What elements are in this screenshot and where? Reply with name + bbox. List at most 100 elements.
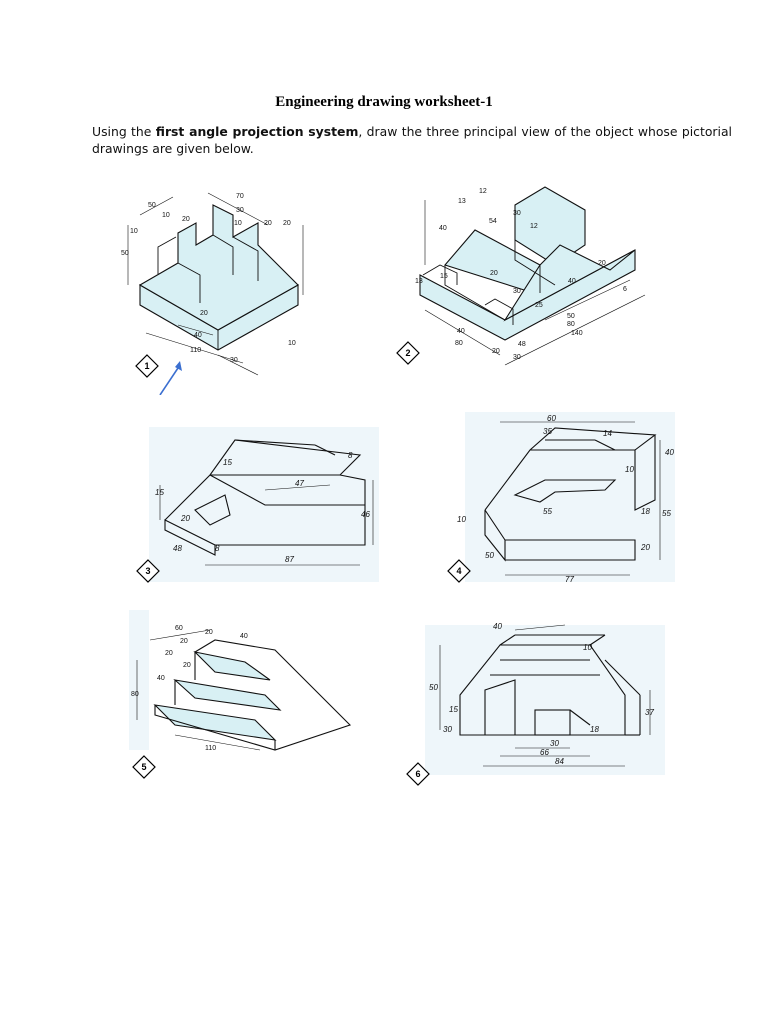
dim-label: 50 [148, 202, 156, 209]
dim-label: 10 [457, 515, 466, 524]
figure-6-dimensions: 40 10 50 15 30 18 30 66 84 37 [429, 622, 654, 766]
figure-5-dimensions: 60 20 20 40 20 20 40 110 80 [131, 625, 248, 752]
svg-text:6: 6 [415, 769, 420, 779]
svg-text:1: 1 [144, 361, 149, 371]
svg-text:4: 4 [456, 566, 461, 576]
figure-3-badge: 3 [136, 559, 160, 583]
dim-label: 66 [540, 748, 549, 757]
dim-label: 18 [590, 725, 599, 734]
dim-label: 20 [180, 638, 188, 645]
figure-4: 60 35 14 40 10 10 55 18 55 50 20 77 4 [445, 410, 677, 585]
figure-3-dimensions: 15 15 20 47 8 48 8 87 46 [155, 451, 370, 564]
dim-label: 60 [175, 625, 183, 632]
dim-label: 40 [157, 675, 165, 682]
dim-label: 48 [173, 544, 182, 553]
figure-5-badge: 5 [132, 755, 156, 779]
dim-label: 40 [665, 448, 674, 457]
figure-5-panel [129, 610, 149, 750]
figure-1-dimensions: 50 10 70 30 20 10 20 20 10 50 20 40 110 … [121, 193, 296, 364]
dim-label: 20 [183, 662, 191, 669]
dim-label: 10 [162, 212, 170, 219]
dim-label: 20 [490, 270, 498, 277]
dim-label: 30 [513, 210, 521, 217]
dim-label: 13 [415, 278, 423, 285]
figure-6: 40 10 50 15 30 18 30 66 84 37 6 [405, 620, 667, 795]
dim-label: 15 [223, 458, 232, 467]
dim-label: 50 [121, 250, 129, 257]
dim-label: 35 [543, 427, 552, 436]
figure-5: 60 20 20 40 20 20 40 110 80 5 [125, 610, 365, 790]
instruction-text: Using the first angle projection system,… [92, 124, 732, 156]
dim-label: 50 [429, 683, 438, 692]
svg-text:5: 5 [141, 762, 146, 772]
dim-label: 40 [568, 278, 576, 285]
dim-label: 30 [513, 354, 521, 361]
dim-label: 80 [131, 691, 139, 698]
dim-label: 8 [348, 451, 353, 460]
dim-label: 20 [182, 216, 190, 223]
dim-label: 40 [240, 633, 248, 640]
dim-label: 110 [190, 347, 201, 354]
figure-4-panel [465, 412, 675, 582]
dim-label: 50 [485, 551, 494, 560]
dim-label: 20 [264, 220, 272, 227]
dim-label: 46 [361, 510, 370, 519]
dim-label: 30 [513, 288, 521, 295]
svg-text:3: 3 [145, 566, 150, 576]
dim-label: 12 [530, 223, 538, 230]
dim-label: 13 [458, 198, 466, 205]
dim-label: 10 [583, 643, 592, 652]
dim-label: 40 [457, 328, 465, 335]
dim-label: 48 [518, 341, 526, 348]
dim-label: 77 [565, 575, 574, 584]
dim-label: 20 [165, 650, 173, 657]
dim-label: 10 [625, 465, 634, 474]
dim-label: 12 [479, 188, 487, 195]
figure-2: 12 13 30 54 12 40 20 13 15 30 25 20 40 6… [395, 175, 655, 380]
dim-label: 30 [550, 739, 559, 748]
dim-label: 84 [555, 757, 564, 766]
dim-label: 80 [455, 340, 463, 347]
dim-label: 80 [567, 321, 575, 328]
dim-label: 55 [543, 507, 552, 516]
dim-label: 50 [567, 313, 575, 320]
figure-3: 15 15 20 47 8 48 8 87 46 3 [135, 425, 380, 585]
dim-label: 10 [130, 228, 138, 235]
dim-label: 6 [623, 286, 627, 293]
arrow-icon [159, 364, 181, 395]
dim-label: 40 [439, 225, 447, 232]
dim-label: 10 [234, 220, 242, 227]
svg-text:2: 2 [405, 348, 410, 358]
dim-label: 25 [535, 302, 543, 309]
dim-label: 20 [492, 348, 500, 355]
dim-label: 37 [645, 708, 654, 717]
dim-label: 15 [449, 705, 458, 714]
dim-label: 110 [205, 745, 216, 752]
dim-label: 20 [640, 543, 650, 552]
dim-label: 15 [440, 273, 448, 280]
dim-label: 47 [295, 479, 304, 488]
dim-label: 87 [285, 555, 294, 564]
dim-label: 30 [230, 357, 238, 364]
figure-1-badge: 1 [135, 354, 159, 378]
dim-label: 40 [194, 332, 202, 339]
dim-label: 54 [489, 218, 497, 225]
dim-label: 20 [598, 260, 606, 267]
dim-label: 8 [215, 544, 220, 553]
figure-4-badge: 4 [447, 559, 471, 583]
dim-label: 20 [205, 629, 213, 636]
dim-label: 18 [641, 507, 650, 516]
dim-label: 15 [155, 488, 164, 497]
figure-6-badge: 6 [406, 762, 430, 786]
dim-label: 140 [571, 330, 583, 337]
figure-4-dimensions: 60 35 14 40 10 10 55 18 55 50 20 77 [457, 414, 674, 584]
page-title: Engineering drawing worksheet-1 [275, 94, 493, 110]
dim-label: 40 [493, 622, 502, 631]
dim-label: 30 [236, 207, 244, 214]
dim-label: 10 [288, 340, 296, 347]
dim-label: 14 [603, 429, 612, 438]
figure-2-badge: 2 [396, 341, 420, 365]
dim-label: 20 [283, 220, 291, 227]
dim-label: 30 [443, 725, 452, 734]
dim-label: 55 [662, 509, 671, 518]
